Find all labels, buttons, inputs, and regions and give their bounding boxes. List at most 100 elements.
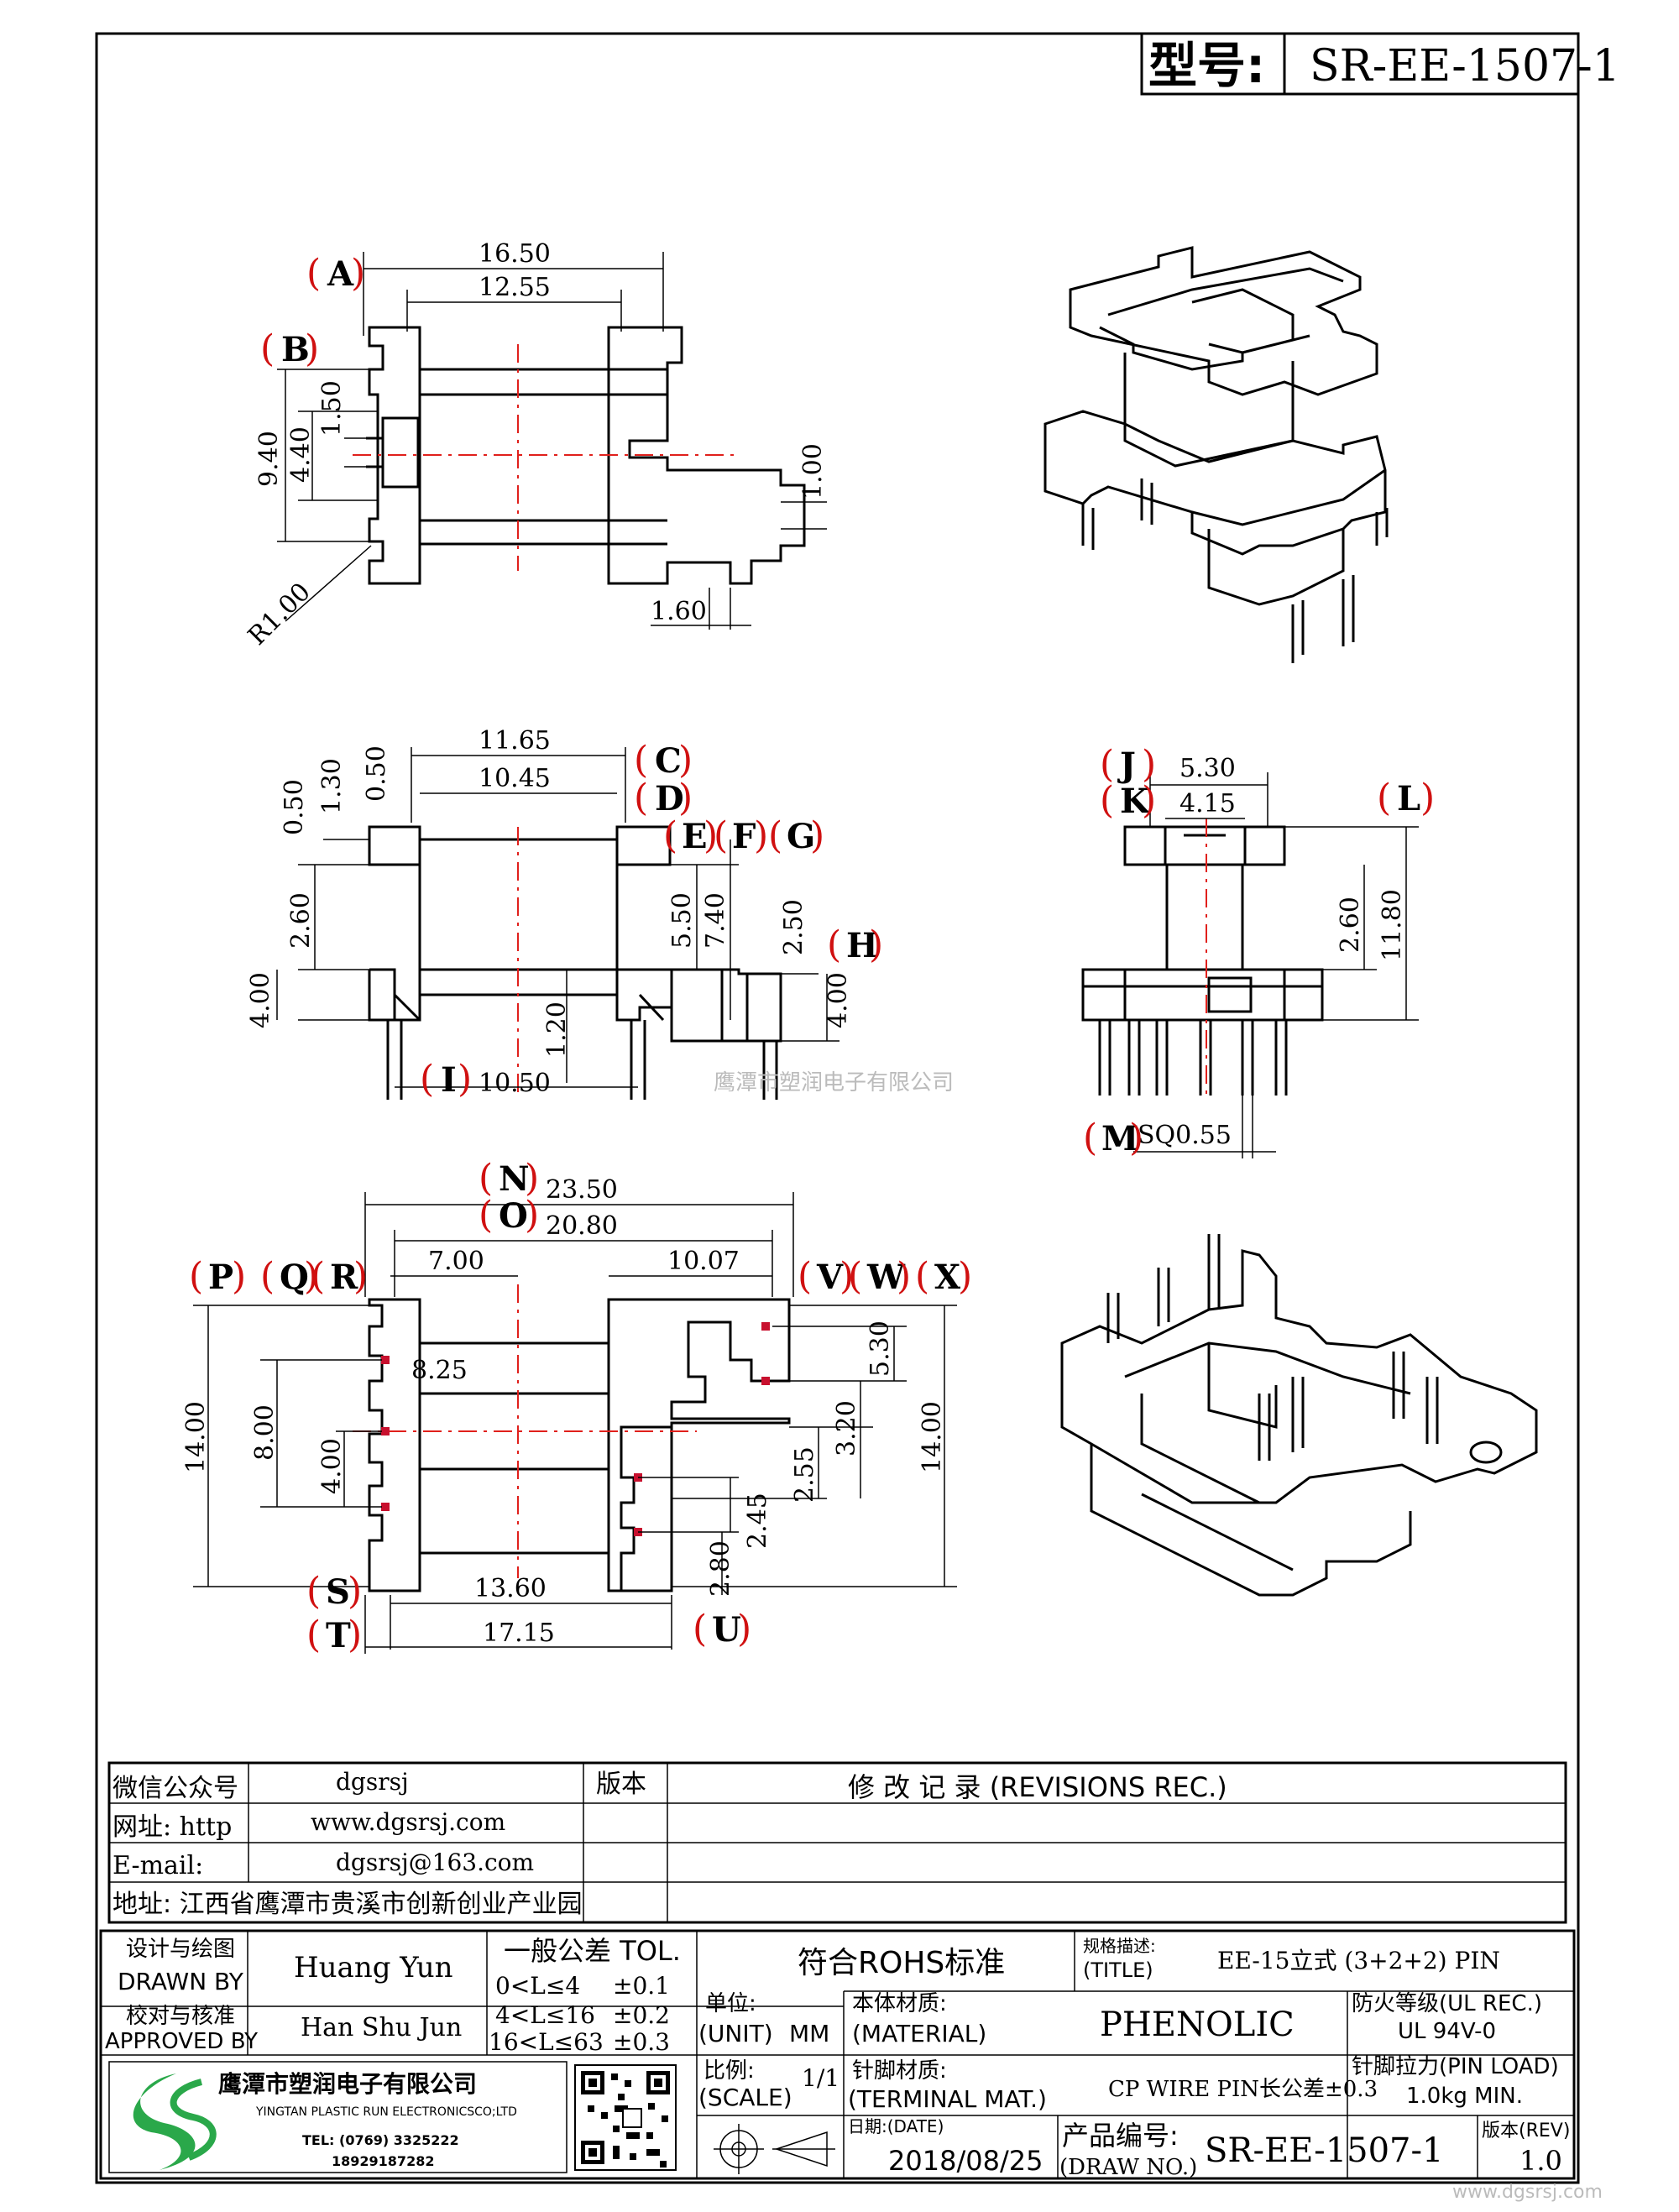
label-R: (R): [311, 1255, 368, 1298]
svg-text:X: X: [934, 1258, 960, 1297]
svg-text:): ): [810, 814, 824, 857]
material-label-en: (MATERIAL): [852, 2020, 986, 2047]
svg-text:(: (: [311, 1255, 325, 1298]
dim-v4-right: 10.07: [667, 1247, 740, 1276]
unit-label-en: (UNIT): [698, 2020, 773, 2047]
svg-text:B: B: [281, 330, 310, 369]
svg-text:(: (: [827, 923, 841, 966]
svg-text:): ): [1129, 1116, 1143, 1159]
svg-text:): ): [348, 1613, 362, 1656]
label-A: (A): [306, 252, 365, 295]
tolerance-title: 一般公差 TOL.: [504, 1935, 681, 1967]
svg-text:): ): [304, 1255, 318, 1298]
unit-label-cn: 单位:: [705, 1991, 756, 2016]
info-label-0: 微信公众号: [112, 1774, 238, 1803]
company-name-en: YINGTAN PLASTIC RUN ELECTRONICSCO;LTD: [255, 2105, 517, 2119]
svg-text:(: (: [693, 1608, 707, 1650]
dim-v1-step: 1.00: [798, 443, 828, 499]
dim-v3-pin: SQ0.55: [1138, 1121, 1232, 1150]
label-U: (U): [693, 1608, 751, 1650]
drawn-by-cn: 设计与绘图: [126, 1937, 235, 1962]
label-O: (O): [479, 1194, 539, 1237]
dim-v2-left1: 0.50: [280, 779, 309, 835]
svg-text:(: (: [1083, 1116, 1097, 1159]
svg-text:J: J: [1117, 745, 1136, 785]
svg-text:): ): [958, 1255, 972, 1298]
dim-v3-h2: 11.80: [1378, 889, 1407, 961]
svg-text:): ): [678, 777, 693, 819]
dim-v4-r530: 5.30: [866, 1320, 895, 1377]
dim-v1-mid: 4.40: [286, 426, 316, 483]
dim-v4-outer: 23.50: [546, 1175, 618, 1205]
dim-v4-h-4: 4.00: [317, 1438, 347, 1494]
spec-value: EE-15立式 (3+2+2) PIN: [1217, 1947, 1500, 1974]
dim-v2-top-outer: 11.65: [479, 726, 551, 756]
svg-text:(: (: [260, 327, 275, 370]
label-N: (N): [479, 1157, 539, 1200]
info-label-3: 地址: 江西省鹰潭市贵溪市创新创业产业园: [112, 1890, 583, 1919]
label-V: (V): [798, 1255, 854, 1298]
tol-range-2: 16<L≤63: [489, 2028, 604, 2056]
svg-text:C: C: [655, 741, 682, 781]
view-side-elevation: 11.65 10.45 0.50 1.30 0.50 2.60 4.00 5.5…: [246, 726, 883, 1101]
info-label-2: E-mail:: [112, 1851, 203, 1880]
svg-text:): ): [678, 739, 693, 782]
company-mobile: 18929187282: [332, 2153, 434, 2169]
label-K: (K): [1100, 779, 1156, 822]
svg-text:(: (: [634, 777, 648, 819]
material-value: PHENOLIC: [1100, 2005, 1295, 2044]
approved-by-cn: 校对与核准: [126, 2004, 235, 2029]
label-B: (B): [260, 327, 319, 370]
dim-v2-top-inner: 10.45: [479, 764, 551, 793]
svg-text:(: (: [1377, 777, 1391, 819]
drawno-label-en: (DRAW NO.): [1059, 2155, 1197, 2180]
svg-text:): ): [869, 923, 883, 966]
scale-value: 1/1: [802, 2064, 840, 2092]
pinload-label: 针脚拉力(PIN LOAD): [1352, 2054, 1559, 2079]
svg-text:(: (: [798, 1255, 812, 1298]
view-front-profile: 16.50 12.55 9.40 4.40 1.50 R1.00 1.00 1.…: [243, 239, 828, 651]
svg-text:(: (: [915, 1255, 929, 1298]
terminal-label-cn: 针脚材质:: [852, 2058, 947, 2084]
svg-text:A: A: [327, 254, 354, 294]
date-value: 2018/08/25: [888, 2145, 1043, 2177]
company-tel: TEL: (0769) 3325222: [302, 2132, 459, 2148]
svg-text:(: (: [768, 814, 782, 857]
approved-by-en: APPROVED BY: [105, 2029, 258, 2054]
svg-text:L: L: [1397, 779, 1420, 818]
svg-text:(: (: [189, 1255, 203, 1298]
svg-text:): ): [1420, 777, 1435, 819]
svg-text:(: (: [420, 1058, 434, 1101]
model-header: 型号: SR-EE-1507-1: [1140, 32, 1620, 96]
svg-text:): ): [897, 1255, 911, 1298]
rev-value: 1.0: [1519, 2145, 1562, 2177]
company-block: 鹰潭市塑润电子有限公司 YINGTAN PLASTIC RUN ELECTRON…: [108, 2061, 677, 2173]
view-end-elevation: 5.30 4.15 2.60 11.80 SQ0.55 (J) (K) (L) …: [1081, 743, 1435, 1159]
dim-v4-h-8: 8.00: [250, 1404, 280, 1461]
drawno-value: SR-EE-1507-1: [1205, 2131, 1443, 2170]
dim-v4-r280: 2.80: [706, 1540, 735, 1597]
drawn-by-en: DRAWN BY: [118, 1968, 244, 1995]
label-X: (X): [915, 1255, 972, 1298]
svg-text:): ): [525, 1157, 539, 1200]
svg-text:P: P: [208, 1258, 233, 1297]
svg-text:(: (: [1100, 779, 1114, 822]
tol-range-1: 4<L≤16: [495, 2001, 595, 2029]
dim-v1-total: 9.40: [254, 431, 284, 487]
svg-text:S: S: [326, 1572, 350, 1612]
model-value: SR-EE-1507-1: [1310, 41, 1620, 92]
dim-v4-r320: 3.20: [832, 1400, 861, 1456]
svg-text:(: (: [714, 814, 728, 857]
label-D: (D): [634, 777, 693, 819]
svg-text:(: (: [260, 1255, 275, 1298]
svg-text:(: (: [1100, 743, 1114, 786]
svg-text:(: (: [306, 1613, 321, 1656]
dim-v4-r255: 2.55: [790, 1446, 819, 1503]
label-E: (E): [663, 814, 718, 857]
label-F: (F): [714, 814, 768, 857]
svg-text:): ): [348, 1570, 362, 1613]
title-block: 设计与绘图 DRAWN BY Huang Yun 校对与核准 APPROVED …: [99, 1929, 1576, 2180]
svg-text:E: E: [682, 817, 708, 856]
label-J: (J): [1100, 743, 1156, 786]
spec-label-en: (TITLE): [1083, 1958, 1153, 1982]
